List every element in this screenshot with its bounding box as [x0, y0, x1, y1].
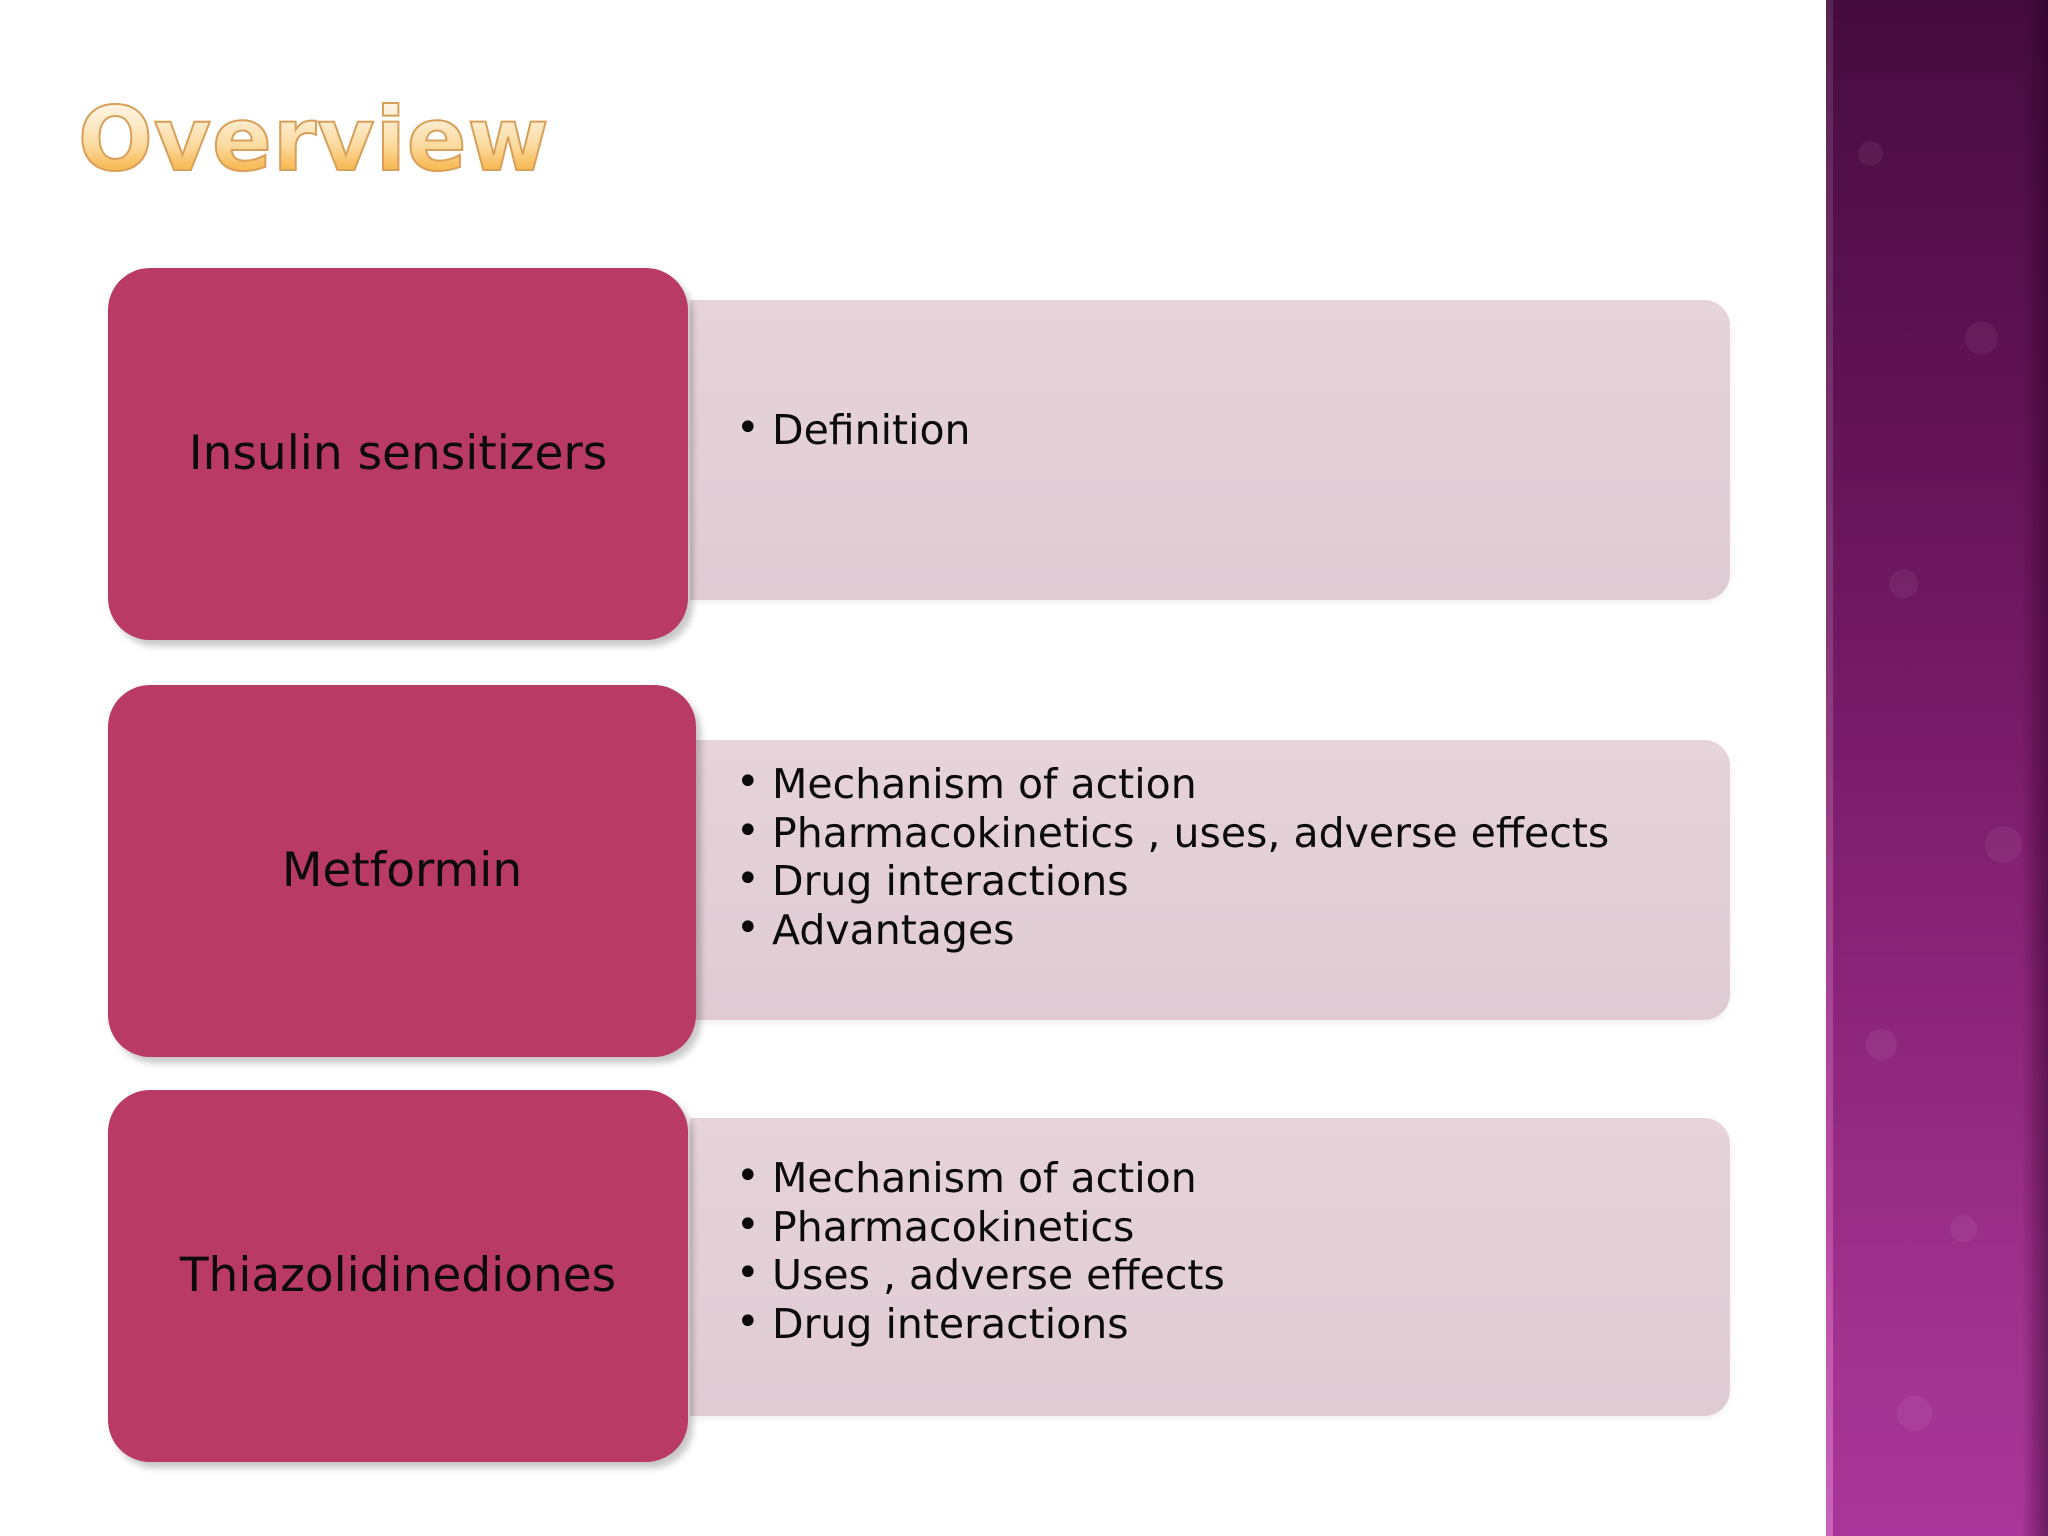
category-label-text: Insulin sensitizers — [188, 426, 608, 482]
category-label-text: Metformin — [281, 843, 523, 899]
category-label-text: Thiazolidinediones — [179, 1248, 617, 1304]
bullet-list: Mechanism of action Pharmacokinetics , u… — [736, 761, 1700, 953]
category-label-box-insulin-sensitizers[interactable]: Insulin sensitizers — [108, 268, 688, 640]
list-item: Pharmacokinetics — [736, 1204, 1700, 1250]
bullet-list: Definition — [736, 407, 1700, 453]
bullet-panel: Mechanism of action Pharmacokinetics , u… — [690, 740, 1730, 1020]
bullet-panel: Mechanism of action Pharmacokinetics Use… — [690, 1118, 1730, 1416]
bullet-panel: Definition — [690, 300, 1730, 600]
slide-title: Overview — [77, 88, 550, 191]
content-rows: Definition Insulin sensitizers Mechanism… — [0, 0, 1800, 1536]
band-texture — [1826, 0, 2048, 1536]
list-item: Mechanism of action — [736, 1155, 1700, 1201]
list-item: Drug interactions — [736, 858, 1700, 904]
bullet-list: Mechanism of action Pharmacokinetics Use… — [736, 1155, 1700, 1347]
band-inner-highlight — [1826, 0, 1833, 1536]
list-item: Pharmacokinetics , uses, adverse effects — [736, 810, 1700, 856]
list-item: Mechanism of action — [736, 761, 1700, 807]
list-item: Advantages — [736, 907, 1700, 953]
band-outer-shadow — [2022, 0, 2048, 1536]
list-item: Uses , adverse effects — [736, 1252, 1700, 1298]
category-label-box-metformin[interactable]: Metformin — [108, 685, 696, 1057]
list-item: Definition — [736, 407, 1700, 453]
category-label-box-thiazolidinediones[interactable]: Thiazolidinediones — [108, 1090, 688, 1462]
decorative-purple-band — [1826, 0, 2048, 1536]
list-item: Drug interactions — [736, 1301, 1700, 1347]
